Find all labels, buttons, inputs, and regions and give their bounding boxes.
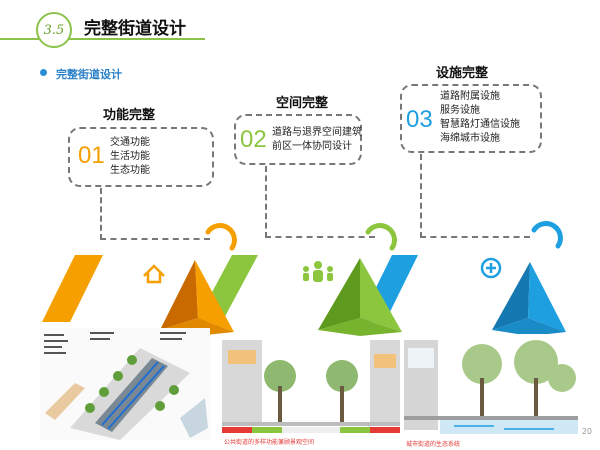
box-lines-facility: 道路附属设施 服务设施 智慧路灯通信设施 海绵城市设施	[440, 90, 520, 146]
box-title-function: 功能完整	[103, 108, 156, 123]
street-axonometric-diagram	[40, 328, 210, 440]
blue-arc	[531, 221, 563, 249]
people-icon	[303, 261, 333, 282]
orange-arc	[205, 223, 237, 251]
green-arc	[365, 223, 397, 251]
box-number-03: 03	[406, 106, 433, 133]
line-service: 服务设施	[440, 105, 480, 116]
orange-parallelogram	[42, 255, 103, 322]
ecology-system-diagram: 城市街道的生态系统	[404, 334, 578, 450]
box-space	[234, 114, 362, 165]
box-title-space: 空间完整	[276, 96, 329, 111]
line-ecology: 生态功能	[110, 165, 150, 176]
page-title: 完整街道设计	[84, 19, 186, 39]
plus-icon	[480, 257, 502, 279]
connector-vertical-1	[100, 188, 102, 240]
section-number: 3.5	[43, 22, 65, 38]
box-lines-function: 交通功能 生活功能 生态功能	[110, 136, 150, 178]
street-section-diagram: 公共街道的多样功能兼顾景观空间	[222, 336, 400, 448]
connector-horizontal-3	[420, 236, 530, 238]
box-number-02: 02	[240, 126, 267, 153]
blue-pyramid	[492, 262, 566, 336]
green-pyramid	[318, 258, 402, 336]
header-rule	[0, 38, 205, 40]
middle-panel-caption: 公共街道的多样功能兼顾景观空间	[224, 438, 314, 446]
line-road-building: 道路与退界空间建筑	[272, 127, 362, 138]
subtitle: 完整街道设计	[56, 68, 122, 81]
line-smart-light: 智慧路灯通信设施	[440, 119, 520, 130]
connector-vertical-3	[420, 154, 422, 238]
house-icon	[143, 264, 165, 284]
connector-vertical-2	[265, 166, 267, 238]
line-traffic: 交通功能	[110, 137, 150, 148]
box-title-facility: 设施完整	[436, 66, 489, 81]
line-auxiliary: 道路附属设施	[440, 91, 500, 102]
line-living: 生活功能	[110, 151, 150, 162]
bullet-dot	[40, 69, 47, 76]
connector-horizontal-1	[100, 238, 210, 240]
box-lines-space: 道路与退界空间建筑 前区一体协同设计	[272, 126, 362, 154]
section-badge: 3.5	[36, 12, 72, 48]
box-number-01: 01	[78, 142, 105, 169]
line-sponge-city: 海绵城市设施	[440, 133, 500, 144]
page-number: 20	[581, 427, 592, 436]
box-facility	[400, 84, 542, 153]
line-frontage: 前区一体协同设计	[272, 141, 352, 152]
right-panel-caption: 城市街道的生态系统	[406, 440, 460, 448]
connector-horizontal-2	[265, 236, 375, 238]
box-function	[68, 127, 214, 187]
